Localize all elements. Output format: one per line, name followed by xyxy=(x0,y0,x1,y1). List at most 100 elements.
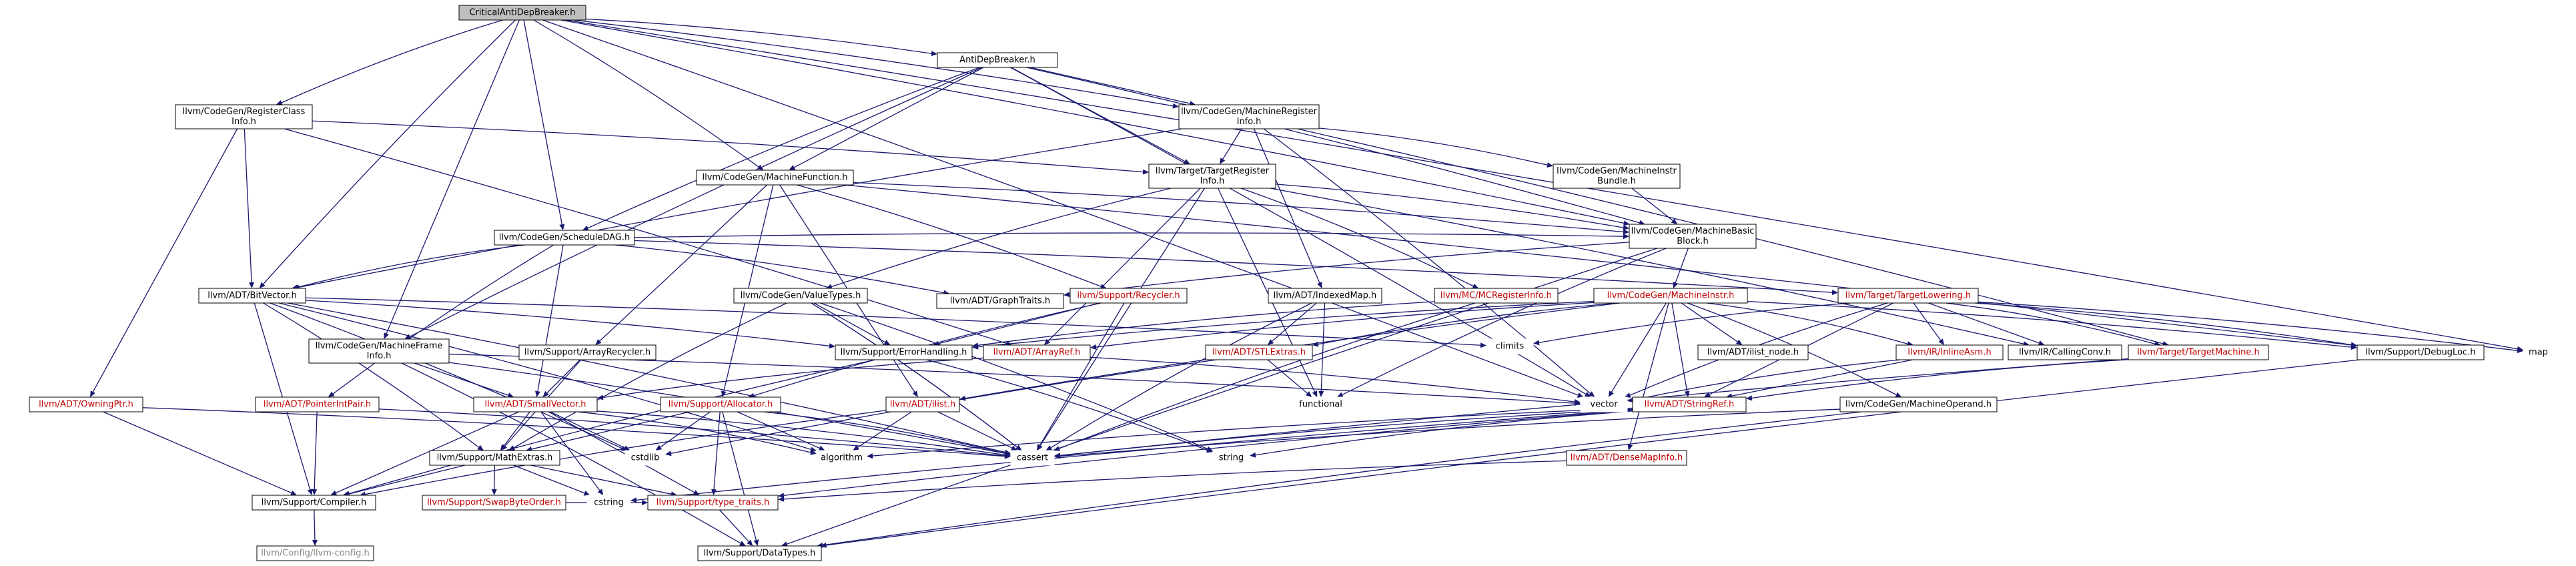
edge-root-to-mbb xyxy=(560,19,1625,224)
node-dmapinfo[interactable]: llvm/ADT/DenseMapInfo.h xyxy=(1566,450,1687,466)
node-box-debugloc xyxy=(2356,344,2485,360)
node-box-antidep xyxy=(937,52,1058,68)
arrowhead-stringref-to-algorithm xyxy=(867,453,873,459)
edge-mi-to-errh xyxy=(977,300,1595,348)
node-config[interactable]: llvm/Config/llvm-config.h xyxy=(256,545,374,561)
arrowhead-sdag-to-tlower xyxy=(1831,290,1838,296)
node-sdag[interactable]: llvm/CodeGen/ScheduleDAG.h xyxy=(494,230,635,246)
edge-alloc-to-algorithm xyxy=(737,411,820,449)
node-label-mbb: llvm/CodeGen/MachineBasic xyxy=(1631,226,1755,236)
node-box-map xyxy=(2523,344,2554,360)
node-arrayref[interactable]: llvm/ADT/ArrayRef.h xyxy=(983,344,1091,360)
node-stlextras[interactable]: llvm/ADT/STLExtras.h xyxy=(1205,344,1313,360)
arrowhead-arrayref-to-smallvec xyxy=(597,394,604,400)
arrowhead-mi-to-stlextras xyxy=(1312,341,1319,347)
edge-mframe-to-vector xyxy=(448,353,1575,404)
node-functional: functional xyxy=(1292,396,1350,412)
arrowhead-mi-to-arrayref xyxy=(1090,344,1097,350)
node-root[interactable]: CriticalAntiDepBreaker.h xyxy=(458,5,586,21)
arrowhead-dmapinfo-to-typetraits xyxy=(778,496,785,502)
node-label-stringref: llvm/ADT/StringRef.h xyxy=(1645,400,1734,410)
graph-edges xyxy=(90,18,2523,548)
node-stringref[interactable]: llvm/ADT/StringRef.h xyxy=(1632,396,1747,412)
node-box-tmachine xyxy=(2128,344,2269,360)
arrowhead-bitvec-to-mathx xyxy=(477,445,484,451)
edge-smallvec-to-typetraits xyxy=(548,411,695,493)
node-datatypes[interactable]: llvm/Support/DataTypes.h xyxy=(697,545,822,561)
edge-sdag-to-mbb xyxy=(634,232,1624,238)
edge-errh-to-string xyxy=(926,359,1208,451)
node-label-arrayref: llvm/ADT/ArrayRef.h xyxy=(993,348,1081,358)
node-smallvec[interactable]: llvm/ADT/SmallVector.h xyxy=(473,396,598,412)
node-ilistnode[interactable]: llvm/ADT/ilist_node.h xyxy=(1697,344,1809,360)
node-vt[interactable]: llvm/CodeGen/ValueTypes.h xyxy=(733,288,868,304)
node-box-climits xyxy=(1486,338,1534,354)
edge-root-to-vector xyxy=(542,19,1579,396)
arrowhead-recycler-to-cassert xyxy=(1037,444,1043,451)
node-imap[interactable]: llvm/ADT/IndexedMap.h xyxy=(1268,288,1382,304)
node-mathx[interactable]: llvm/Support/MathExtras.h xyxy=(429,450,560,466)
node-recycler[interactable]: llvm/Support/Recycler.h xyxy=(1069,288,1188,304)
edge-mi-to-dmapinfo xyxy=(1629,302,1669,445)
node-label-antidep: AntiDepBreaker.h xyxy=(959,55,1035,65)
node-gtraits[interactable]: llvm/ADT/GraphTraits.h xyxy=(936,293,1064,309)
node-pip[interactable]: llvm/ADT/PointerIntPair.h xyxy=(255,396,380,412)
node-arecycler[interactable]: llvm/Support/ArrayRecycler.h xyxy=(518,344,657,360)
node-algorithm: algorithm xyxy=(816,450,867,466)
node-label-mathx: llvm/Support/MathExtras.h xyxy=(437,453,553,463)
node-ilist[interactable]: llvm/ADT/ilist.h xyxy=(885,396,960,412)
node-antidep[interactable]: AntiDepBreaker.h xyxy=(937,52,1058,68)
node-box-algorithm xyxy=(816,450,867,466)
node-tlower[interactable]: llvm/Target/TargetLowering.h xyxy=(1837,288,1979,304)
edge-tri-to-cassert xyxy=(1039,188,1206,446)
arrowhead-alloc-to-algorithm xyxy=(818,445,825,451)
node-tmachine[interactable]: llvm/Target/TargetMachine.h xyxy=(2128,344,2269,360)
node-bitvec[interactable]: llvm/ADT/BitVector.h xyxy=(198,288,306,304)
arrowhead-sdag-to-smallvec xyxy=(535,390,540,397)
arrowhead-moperand-to-cassert xyxy=(1054,453,1061,459)
node-label-alloc: llvm/Support/Allocator.h xyxy=(669,400,773,410)
node-alloc[interactable]: llvm/Support/Allocator.h xyxy=(660,396,781,412)
edge-bitvec-to-climits xyxy=(305,297,1481,346)
node-mcreg[interactable]: llvm/MC/MCRegisterInfo.h xyxy=(1434,288,1559,304)
node-errh[interactable]: llvm/Support/ErrorHandling.h xyxy=(835,344,973,360)
arrowhead-mfunc-to-alloc xyxy=(721,390,727,397)
edge-inlineasm-to-stringref xyxy=(1731,359,1913,396)
edge-bitvec-to-algorithm xyxy=(278,302,811,450)
node-box-mathx xyxy=(429,450,560,466)
arrowhead-regclass-to-bitvec xyxy=(249,282,255,288)
edge-mbb-to-mi xyxy=(1675,248,1689,283)
arrowhead-mi-to-ilistnode xyxy=(1735,339,1743,345)
edge-tri-to-mbb xyxy=(1275,184,1624,228)
node-label-mcreg: llvm/MC/MCRegisterInfo.h xyxy=(1440,291,1552,301)
node-owning[interactable]: llvm/ADT/OwningPtr.h xyxy=(29,396,143,412)
node-label-mframe: llvm/CodeGen/MachineFrame xyxy=(316,341,443,351)
node-box-mi xyxy=(1593,288,1748,304)
node-inlineasm[interactable]: llvm/IR/InlineAsm.h xyxy=(1895,344,2004,360)
arrowhead-antidep-to-mframe xyxy=(404,334,412,339)
node-cassert: cassert xyxy=(1010,450,1055,466)
node-mfunc[interactable]: llvm/CodeGen/MachineFunction.h xyxy=(696,170,854,186)
node-callconv[interactable]: llvm/IR/CallingConv.h xyxy=(2008,344,2122,360)
node-typetraits[interactable]: llvm/Support/type_traits.h xyxy=(647,495,779,511)
node-moperand[interactable]: llvm/CodeGen/MachineOperand.h xyxy=(1839,396,1998,412)
node-swapbo[interactable]: llvm/Support/SwapByteOrder.h xyxy=(422,495,566,511)
edge-stringref-to-algorithm xyxy=(872,407,1633,457)
node-debugloc[interactable]: llvm/Support/DebugLoc.h xyxy=(2356,344,2485,360)
node-compiler[interactable]: llvm/Support/Compiler.h xyxy=(252,495,376,511)
edge-owning-to-cassert xyxy=(142,407,1005,457)
edge-tlower-to-map xyxy=(1978,301,2518,351)
node-box-mri xyxy=(1178,104,1320,129)
node-box-errh xyxy=(835,344,973,360)
edge-antidep-to-sdag xyxy=(587,67,980,229)
arrowhead-tlower-to-map xyxy=(2517,348,2523,354)
edge-smallvec-to-cassert xyxy=(596,410,1005,456)
node-mi[interactable]: llvm/CodeGen/MachineInstr.h xyxy=(1593,288,1748,304)
